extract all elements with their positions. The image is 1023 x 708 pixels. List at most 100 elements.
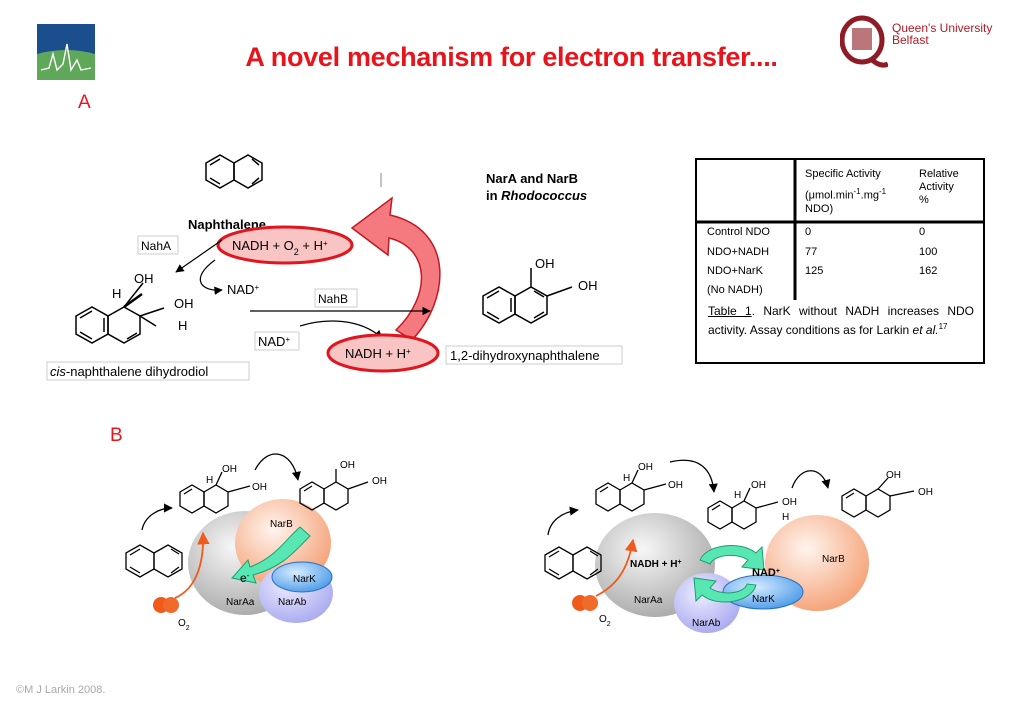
nadh-recycle-arrow bbox=[350, 196, 441, 341]
right-dihydrodiol-structure-2 bbox=[707, 487, 779, 530]
left-naraa-label: NarAa bbox=[226, 597, 255, 608]
right-dihydrodiol2-oh1: OH bbox=[751, 480, 766, 491]
nar-title-line1: NarA and NarB bbox=[486, 171, 578, 186]
dihydrodiol-label-box bbox=[46, 361, 250, 381]
institute-logo bbox=[37, 24, 95, 80]
naphthalene-structure bbox=[205, 154, 263, 189]
nar-title-line2: in Rhodococcus bbox=[486, 188, 587, 203]
right-dihydrodiol2-h2: H bbox=[782, 512, 789, 523]
right-narb-label: NarB bbox=[822, 554, 845, 565]
left-narab-label: NarAb bbox=[278, 597, 307, 608]
naphthalene-label: Naphthalene bbox=[188, 217, 266, 232]
header-units-end: NDO) bbox=[805, 202, 834, 215]
table-row-condition: (No NADH) bbox=[707, 284, 763, 296]
right-arrow-1 bbox=[669, 459, 718, 493]
header-units: (μmol.min-1.mg-1 bbox=[805, 187, 887, 202]
table-row-relative: 100 bbox=[919, 246, 938, 258]
dihydrodiol-h2: H bbox=[178, 318, 187, 333]
left-electron-label: e- bbox=[240, 571, 250, 586]
table-caption: Table 1. NarK without NADH increases NDO… bbox=[708, 304, 974, 337]
dihydrodiol-oh1: OH bbox=[134, 271, 154, 286]
nadh-h-label: NADH + H+ bbox=[345, 346, 411, 361]
dihydrodiol-label: cis-naphthalene dihydrodiol bbox=[50, 364, 208, 379]
left-dihydrodiol-h: H bbox=[206, 475, 213, 486]
nad-bottom-arrow bbox=[299, 320, 383, 339]
nad-bottom-box bbox=[254, 331, 300, 351]
right-naraa-label: NarAa bbox=[634, 595, 663, 606]
left-dihydrodiol-structure bbox=[179, 471, 251, 514]
left-nark bbox=[271, 561, 333, 593]
right-complex: NarB NarK NarAa NarAb NADH + H+ NAD+ bbox=[595, 513, 869, 633]
dihydrodiol-structure bbox=[75, 282, 165, 344]
right-arrow-up bbox=[547, 506, 579, 536]
nad-top-arrow bbox=[199, 259, 223, 295]
qub-name: Queen's University Belfast bbox=[892, 22, 992, 46]
right-dihydrodiol1-h: H bbox=[623, 473, 630, 484]
naha-label: NahA bbox=[141, 239, 171, 253]
right-dihydroxy-oh1: OH bbox=[886, 470, 901, 481]
table-row-relative: 0 bbox=[919, 226, 926, 238]
left-arrow-over bbox=[254, 453, 301, 481]
table-grid bbox=[697, 160, 983, 300]
table-row-relative: 162 bbox=[919, 265, 938, 277]
dihydroxy-oh1: OH bbox=[535, 256, 555, 271]
left-arrow-up bbox=[141, 503, 173, 531]
right-naphthalene-structure bbox=[544, 546, 602, 580]
right-dihydrodiol2-h1: H bbox=[734, 490, 741, 501]
left-dihydrodiol-oh2: OH bbox=[252, 482, 267, 493]
panel-a-label: A bbox=[78, 92, 91, 113]
left-dihydroxy-oh1: OH bbox=[340, 460, 355, 471]
table-row-condition: Control NDO bbox=[707, 226, 770, 238]
right-o2-atom2 bbox=[582, 595, 598, 611]
table-row-specific: 77 bbox=[805, 246, 818, 258]
nadh-o2-label: NADH + O2 + H+ bbox=[232, 238, 328, 257]
queens-crest-icon bbox=[839, 15, 890, 68]
left-complex: NarB NarK NarAa NarAb e- bbox=[188, 499, 333, 623]
nad-bottom-label: NAD+ bbox=[258, 334, 290, 349]
right-dihydroxy-structure bbox=[841, 477, 915, 518]
spectrum-logo-icon bbox=[37, 24, 95, 80]
table-row-specific: 125 bbox=[805, 265, 824, 277]
activity-table: Specific Activity (μmol.min-1.mg-1 NDO) … bbox=[695, 158, 985, 364]
left-nark-label: NarK bbox=[293, 574, 316, 585]
left-o2-label: O2 bbox=[178, 618, 190, 632]
dihydroxy-label-box bbox=[445, 345, 623, 365]
qub-crest bbox=[839, 14, 890, 72]
left-narb-label: NarB bbox=[270, 519, 293, 530]
right-o2-label: O2 bbox=[599, 614, 611, 628]
table-row-condition: NDO+NarK bbox=[707, 265, 763, 277]
qub-line2: Belfast bbox=[892, 33, 929, 47]
right-dihydrodiol1-oh2: OH bbox=[668, 480, 683, 491]
nad-top-label: NAD+ bbox=[227, 282, 259, 297]
right-nad-label: NAD+ bbox=[752, 567, 780, 579]
right-cycle-arrow-bottom bbox=[693, 577, 757, 603]
panel-a-diagram: Naphthalene NADH + O2 + H+ NahA NAD+ OH … bbox=[46, 154, 623, 381]
slide-title: A novel mechanism for electron transfer.… bbox=[245, 42, 778, 72]
panel-b-label: B bbox=[110, 425, 123, 446]
dihydroxy-oh2: OH bbox=[578, 278, 598, 293]
left-o2-arrow bbox=[174, 531, 210, 599]
header-specific-title: Specific Activity bbox=[805, 168, 881, 180]
left-naphthalene-structure bbox=[125, 544, 183, 578]
dihydroxynaphthalene-structure bbox=[482, 268, 573, 324]
right-nadh-label: NADH + H+ bbox=[630, 559, 682, 571]
qub-line1: Queen's University bbox=[892, 21, 993, 35]
naha-arrow bbox=[175, 239, 223, 273]
dihydrodiol-h1: H bbox=[112, 286, 121, 301]
nahb-label: NahB bbox=[318, 292, 348, 306]
dihydrodiol-oh2: OH bbox=[174, 296, 194, 311]
right-dihydroxy-oh2: OH bbox=[918, 487, 933, 498]
table-row-specific: 0 bbox=[805, 226, 812, 238]
nadh-h-highlight bbox=[326, 333, 440, 373]
left-dihydroxy-structure bbox=[299, 469, 369, 511]
header-relative: Relative Activity % bbox=[919, 168, 959, 206]
left-o2-atom2 bbox=[163, 597, 179, 613]
copyright: ©M J Larkin 2008. bbox=[16, 684, 106, 696]
right-cycle-arrow-top bbox=[699, 545, 765, 571]
right-arrow-2 bbox=[791, 470, 831, 489]
left-electron-arrow bbox=[231, 526, 311, 584]
right-dihydrodiol1-oh1: OH bbox=[638, 462, 653, 473]
right-o2-arrow bbox=[595, 538, 638, 597]
table-row-condition: NDO+NADH bbox=[707, 246, 770, 258]
